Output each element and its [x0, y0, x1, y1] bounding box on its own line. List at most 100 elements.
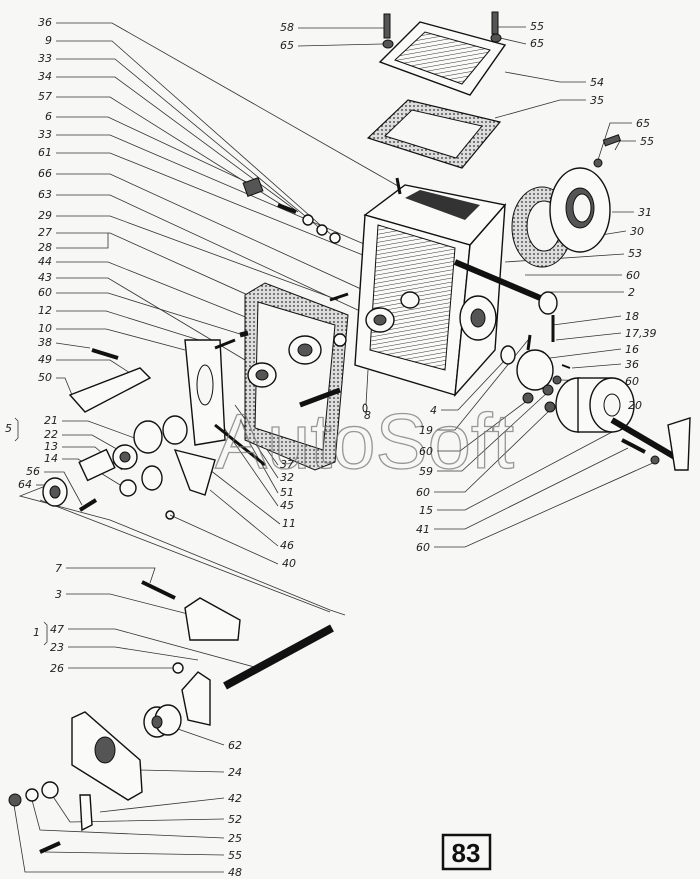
- leader-line: [43, 621, 48, 646]
- callout-label: 44: [38, 255, 52, 268]
- leader-line: [437, 391, 549, 472]
- callout-label: 51: [280, 486, 294, 499]
- callout-label: 16: [625, 343, 639, 356]
- callout-label: 37: [280, 458, 294, 471]
- callout-label: 27: [38, 226, 52, 239]
- leader-line: [62, 420, 141, 441]
- leader-line: [13, 804, 224, 873]
- callout-label: 17,39: [625, 327, 657, 340]
- callout-label: 33: [38, 52, 52, 65]
- side-parts: [500, 315, 691, 471]
- fork-lever-parts: [42, 177, 402, 520]
- callout-label: 9: [45, 34, 52, 47]
- callout-label: 6: [45, 110, 52, 123]
- leader-line: [555, 332, 622, 341]
- leader-line: [56, 233, 109, 249]
- callout-labels: 3693334576336166632927284443601210384950…: [5, 16, 657, 879]
- leader-line: [66, 567, 156, 584]
- callout-label: 21: [44, 414, 58, 427]
- callout-label: 65: [280, 39, 294, 52]
- leader-line: [56, 261, 299, 339]
- callout-label: 55: [530, 20, 544, 33]
- leader-line: [62, 434, 123, 453]
- leader-line: [56, 152, 396, 269]
- callout-label: 60: [38, 286, 52, 299]
- leader-line: [51, 794, 225, 823]
- callout-label: 11: [282, 517, 296, 530]
- callout-label: 64: [18, 478, 32, 491]
- callout-label: 60: [625, 375, 639, 388]
- leader-line: [441, 359, 506, 411]
- callout-label: 25: [228, 832, 242, 845]
- callout-label: 60: [626, 269, 640, 282]
- leader-line: [365, 369, 369, 406]
- leader-line: [68, 646, 199, 661]
- leader-line: [174, 727, 225, 746]
- leader-line: [549, 348, 622, 359]
- callout-label: 60: [416, 541, 430, 554]
- callout-label: 55: [228, 849, 242, 862]
- callout-label: 22: [44, 428, 58, 441]
- callout-label: 3: [55, 588, 62, 601]
- callout-label: 48: [228, 866, 242, 879]
- leader-line: [571, 363, 622, 369]
- callout-label: 30: [630, 225, 644, 238]
- leader-line: [31, 799, 225, 839]
- callout-label: 18: [625, 310, 639, 323]
- callout-label: 66: [38, 167, 52, 180]
- leader-line: [437, 339, 529, 431]
- leader-line: [56, 277, 266, 373]
- leader-line: [55, 342, 91, 349]
- callout-label: 7: [55, 562, 62, 575]
- leader-line: [56, 134, 379, 251]
- leader-line: [56, 215, 339, 301]
- leader-line: [66, 593, 189, 615]
- cover-gasket-35: [366, 99, 502, 169]
- leader-line: [499, 37, 527, 45]
- leader-line: [56, 40, 336, 239]
- callout-label: 63: [38, 188, 52, 201]
- callout-label: 52: [228, 813, 242, 826]
- callout-label: 53: [628, 247, 642, 260]
- callout-label: 45: [280, 499, 294, 512]
- leader-line: [56, 310, 219, 347]
- leader-line: [62, 458, 126, 489]
- leader-line: [56, 359, 131, 374]
- leader-line: [68, 628, 259, 669]
- gasket-frame: [244, 282, 349, 471]
- callout-label: 36: [625, 358, 639, 371]
- leader-line: [56, 194, 376, 319]
- leader-line: [44, 851, 225, 856]
- callout-label: 33: [38, 128, 52, 141]
- callout-label: 60: [416, 486, 430, 499]
- leader-line: [56, 292, 241, 335]
- callout-label: 54: [590, 76, 604, 89]
- leader-line: [209, 489, 279, 547]
- callout-label: 46: [280, 539, 294, 552]
- leader-line: [169, 514, 279, 565]
- callout-label: 2: [628, 286, 635, 299]
- callout-label: 15: [419, 504, 433, 517]
- leader-line: [18, 484, 346, 616]
- callout-label: 19: [419, 424, 433, 437]
- callout-label: 36: [38, 16, 52, 29]
- leader-line: [494, 99, 586, 119]
- callout-label: 60: [419, 445, 433, 458]
- leader-line: [56, 328, 186, 351]
- callout-label: 49: [38, 353, 52, 366]
- leader-line: [56, 76, 299, 213]
- callout-label: 62: [228, 739, 242, 752]
- leader-lines: [13, 22, 656, 873]
- callout-label: 35: [590, 94, 604, 107]
- leader-line: [56, 116, 254, 186]
- callout-label: 20: [628, 399, 642, 412]
- callout-label: 31: [638, 206, 652, 219]
- callout-label: 41: [416, 523, 430, 536]
- leader-line: [99, 797, 225, 813]
- watermark: AutoSoft: [215, 397, 515, 485]
- callout-label: 34: [38, 70, 52, 83]
- callout-label: 13: [44, 440, 58, 453]
- callout-label: 43: [38, 271, 52, 284]
- callout-label: 58: [280, 21, 294, 34]
